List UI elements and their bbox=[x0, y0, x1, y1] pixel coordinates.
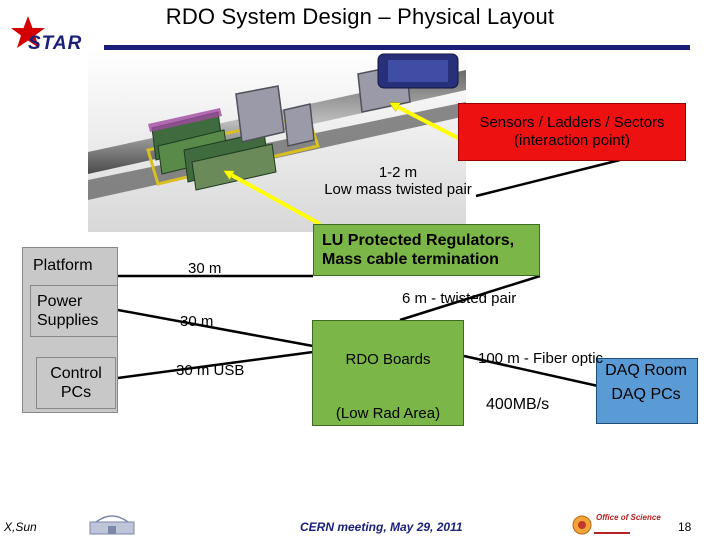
sensors-box: Sensors / Ladders / Sectors (interaction… bbox=[458, 103, 686, 161]
bandwidth-label: 400MB/s bbox=[486, 396, 550, 413]
rdo-sublabel: (Low Rad Area) bbox=[335, 405, 441, 422]
sensor-pointer-arrow bbox=[392, 102, 459, 140]
office-of-science-logo bbox=[572, 515, 630, 535]
meeting-label: CERN meeting, May 29, 2011 bbox=[300, 520, 463, 534]
star-logo-text: STAR bbox=[28, 33, 83, 54]
title-rule bbox=[104, 45, 690, 50]
star-logo bbox=[11, 16, 45, 48]
rdo-label: RDO Boards bbox=[345, 351, 431, 368]
twisted-short-type: Low mass twisted pair bbox=[324, 181, 472, 198]
twisted-long-label: 6 m - twisted pair bbox=[402, 290, 517, 307]
power-cable-line bbox=[117, 308, 314, 348]
usb-cable-line bbox=[117, 350, 314, 380]
slide-title: RDO System Design – Physical Layout bbox=[165, 4, 555, 29]
daq-room-box bbox=[596, 358, 698, 424]
twisted-pair-short-line bbox=[475, 158, 621, 198]
control-pcs-box: Control PCs bbox=[36, 357, 116, 409]
regulators-label-line1: LU Protected Regulators, bbox=[322, 231, 515, 249]
fiber-label: 100 m - Fiber optic bbox=[478, 350, 604, 367]
rdo-boards-box: RDO Boards (Low Rad Area) bbox=[312, 320, 464, 426]
power-label-line2: Supplies bbox=[37, 312, 99, 329]
ladder-stack-right bbox=[183, 131, 277, 191]
daq-pcs-label: DAQ PCs bbox=[611, 386, 681, 403]
control-label-line1: Control bbox=[50, 364, 102, 382]
twisted-pair-long-line bbox=[399, 274, 541, 322]
lab-building-logo bbox=[89, 515, 135, 535]
author-label: X,Sun bbox=[4, 520, 37, 534]
cable-pointer-arrow bbox=[226, 170, 321, 226]
detector-illustration bbox=[88, 50, 466, 232]
twisted-short-length: 1-2 m bbox=[378, 164, 418, 181]
regulators-label-line2: Mass cable termination bbox=[322, 251, 499, 268]
platform-cable-label: 30 m bbox=[188, 260, 222, 277]
daq-room-label: DAQ Room bbox=[605, 362, 687, 379]
power-label-line1: Power bbox=[37, 292, 83, 310]
fiber-optic-line bbox=[463, 354, 599, 388]
sensors-sublabel: (interaction point) bbox=[514, 132, 630, 149]
outer-sector bbox=[377, 53, 459, 89]
power-supplies-box: Power Supplies bbox=[30, 285, 118, 337]
platform-label: Platform bbox=[33, 257, 93, 274]
twisted-short-label: 1-2 m Low mass twisted pair bbox=[318, 164, 478, 198]
sensors-label: Sensors / Ladders / Sectors bbox=[479, 114, 665, 131]
usb-cable-label: 30 m USB bbox=[176, 362, 245, 379]
power-cable-label: 30 m bbox=[180, 313, 214, 330]
regulators-box: LU Protected Regulators, Mass cable term… bbox=[313, 224, 540, 276]
control-label-line2: PCs bbox=[60, 384, 92, 401]
page-number: 18 bbox=[678, 520, 692, 534]
star-icon bbox=[11, 16, 45, 48]
office-of-science-text: Office of Science bbox=[596, 513, 661, 522]
